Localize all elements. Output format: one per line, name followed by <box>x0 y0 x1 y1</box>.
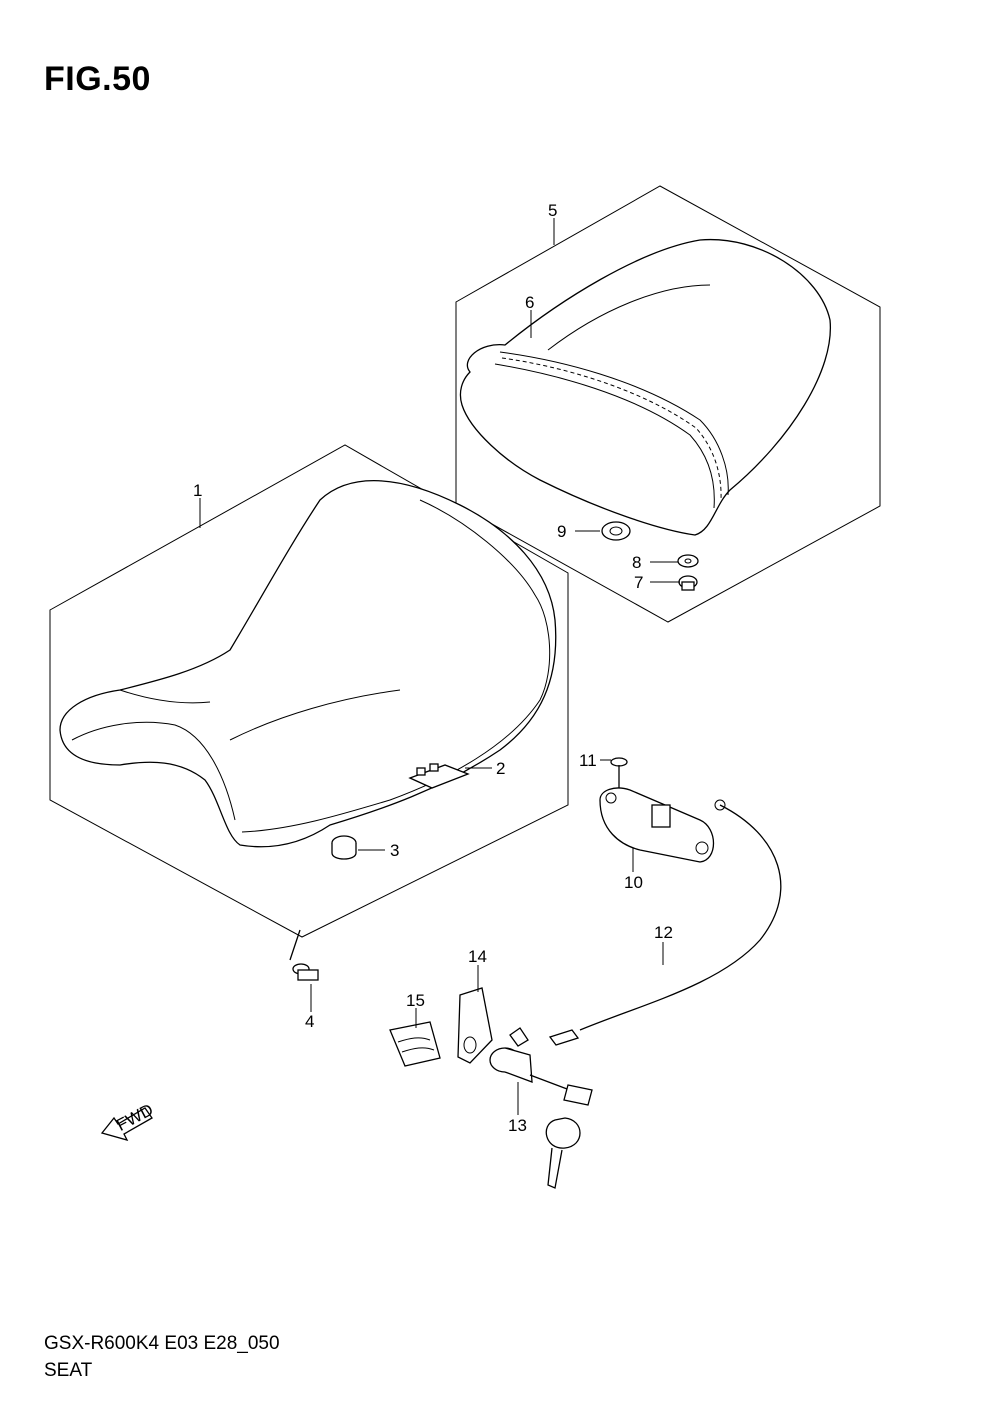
part-3-cushion <box>331 835 357 860</box>
key-icon <box>545 1084 593 1189</box>
front-seat-group-outline <box>49 444 569 938</box>
front-seat <box>59 479 557 848</box>
callout-3: 3 <box>390 841 399 860</box>
callout-2: 2 <box>496 759 505 778</box>
callout-10: 10 <box>624 873 643 892</box>
callout-12: 12 <box>654 923 673 942</box>
rear-seat <box>459 238 831 536</box>
callout-4: 4 <box>305 1012 314 1031</box>
part-13-lock-cylinder <box>489 1027 576 1093</box>
callout-13: 13 <box>508 1116 527 1135</box>
part-10-latch <box>599 787 714 863</box>
callout-5: 5 <box>548 201 557 220</box>
model-code: GSX-R600K4 E03 E28_050 <box>44 1333 280 1354</box>
part-9-grommet <box>601 521 631 541</box>
part-14-bracket <box>457 987 493 1064</box>
part-12-cable <box>548 799 782 1046</box>
part-4-bolt <box>289 929 319 981</box>
callout-7: 7 <box>634 573 643 592</box>
fwd-label: FWD <box>113 1100 156 1135</box>
callout-15: 15 <box>406 991 425 1010</box>
callout-8: 8 <box>632 553 641 572</box>
part-2-damper-strip <box>408 763 470 789</box>
callout-11: 11 <box>579 751 597 770</box>
figure-title: FIG.50 <box>44 60 151 98</box>
callout-6: 6 <box>525 293 534 312</box>
part-11-screw <box>610 757 628 790</box>
leader-lines <box>199 218 680 1115</box>
callout-9: 9 <box>557 522 566 541</box>
callout-1: 1 <box>193 481 202 500</box>
part-7-nut <box>678 575 698 591</box>
part-15-clip <box>389 1021 441 1067</box>
page-caption: SEAT <box>44 1360 93 1381</box>
fwd-arrow-icon: FWD <box>100 1100 156 1142</box>
callout-14: 14 <box>468 947 487 966</box>
part-8-washer <box>677 554 699 568</box>
